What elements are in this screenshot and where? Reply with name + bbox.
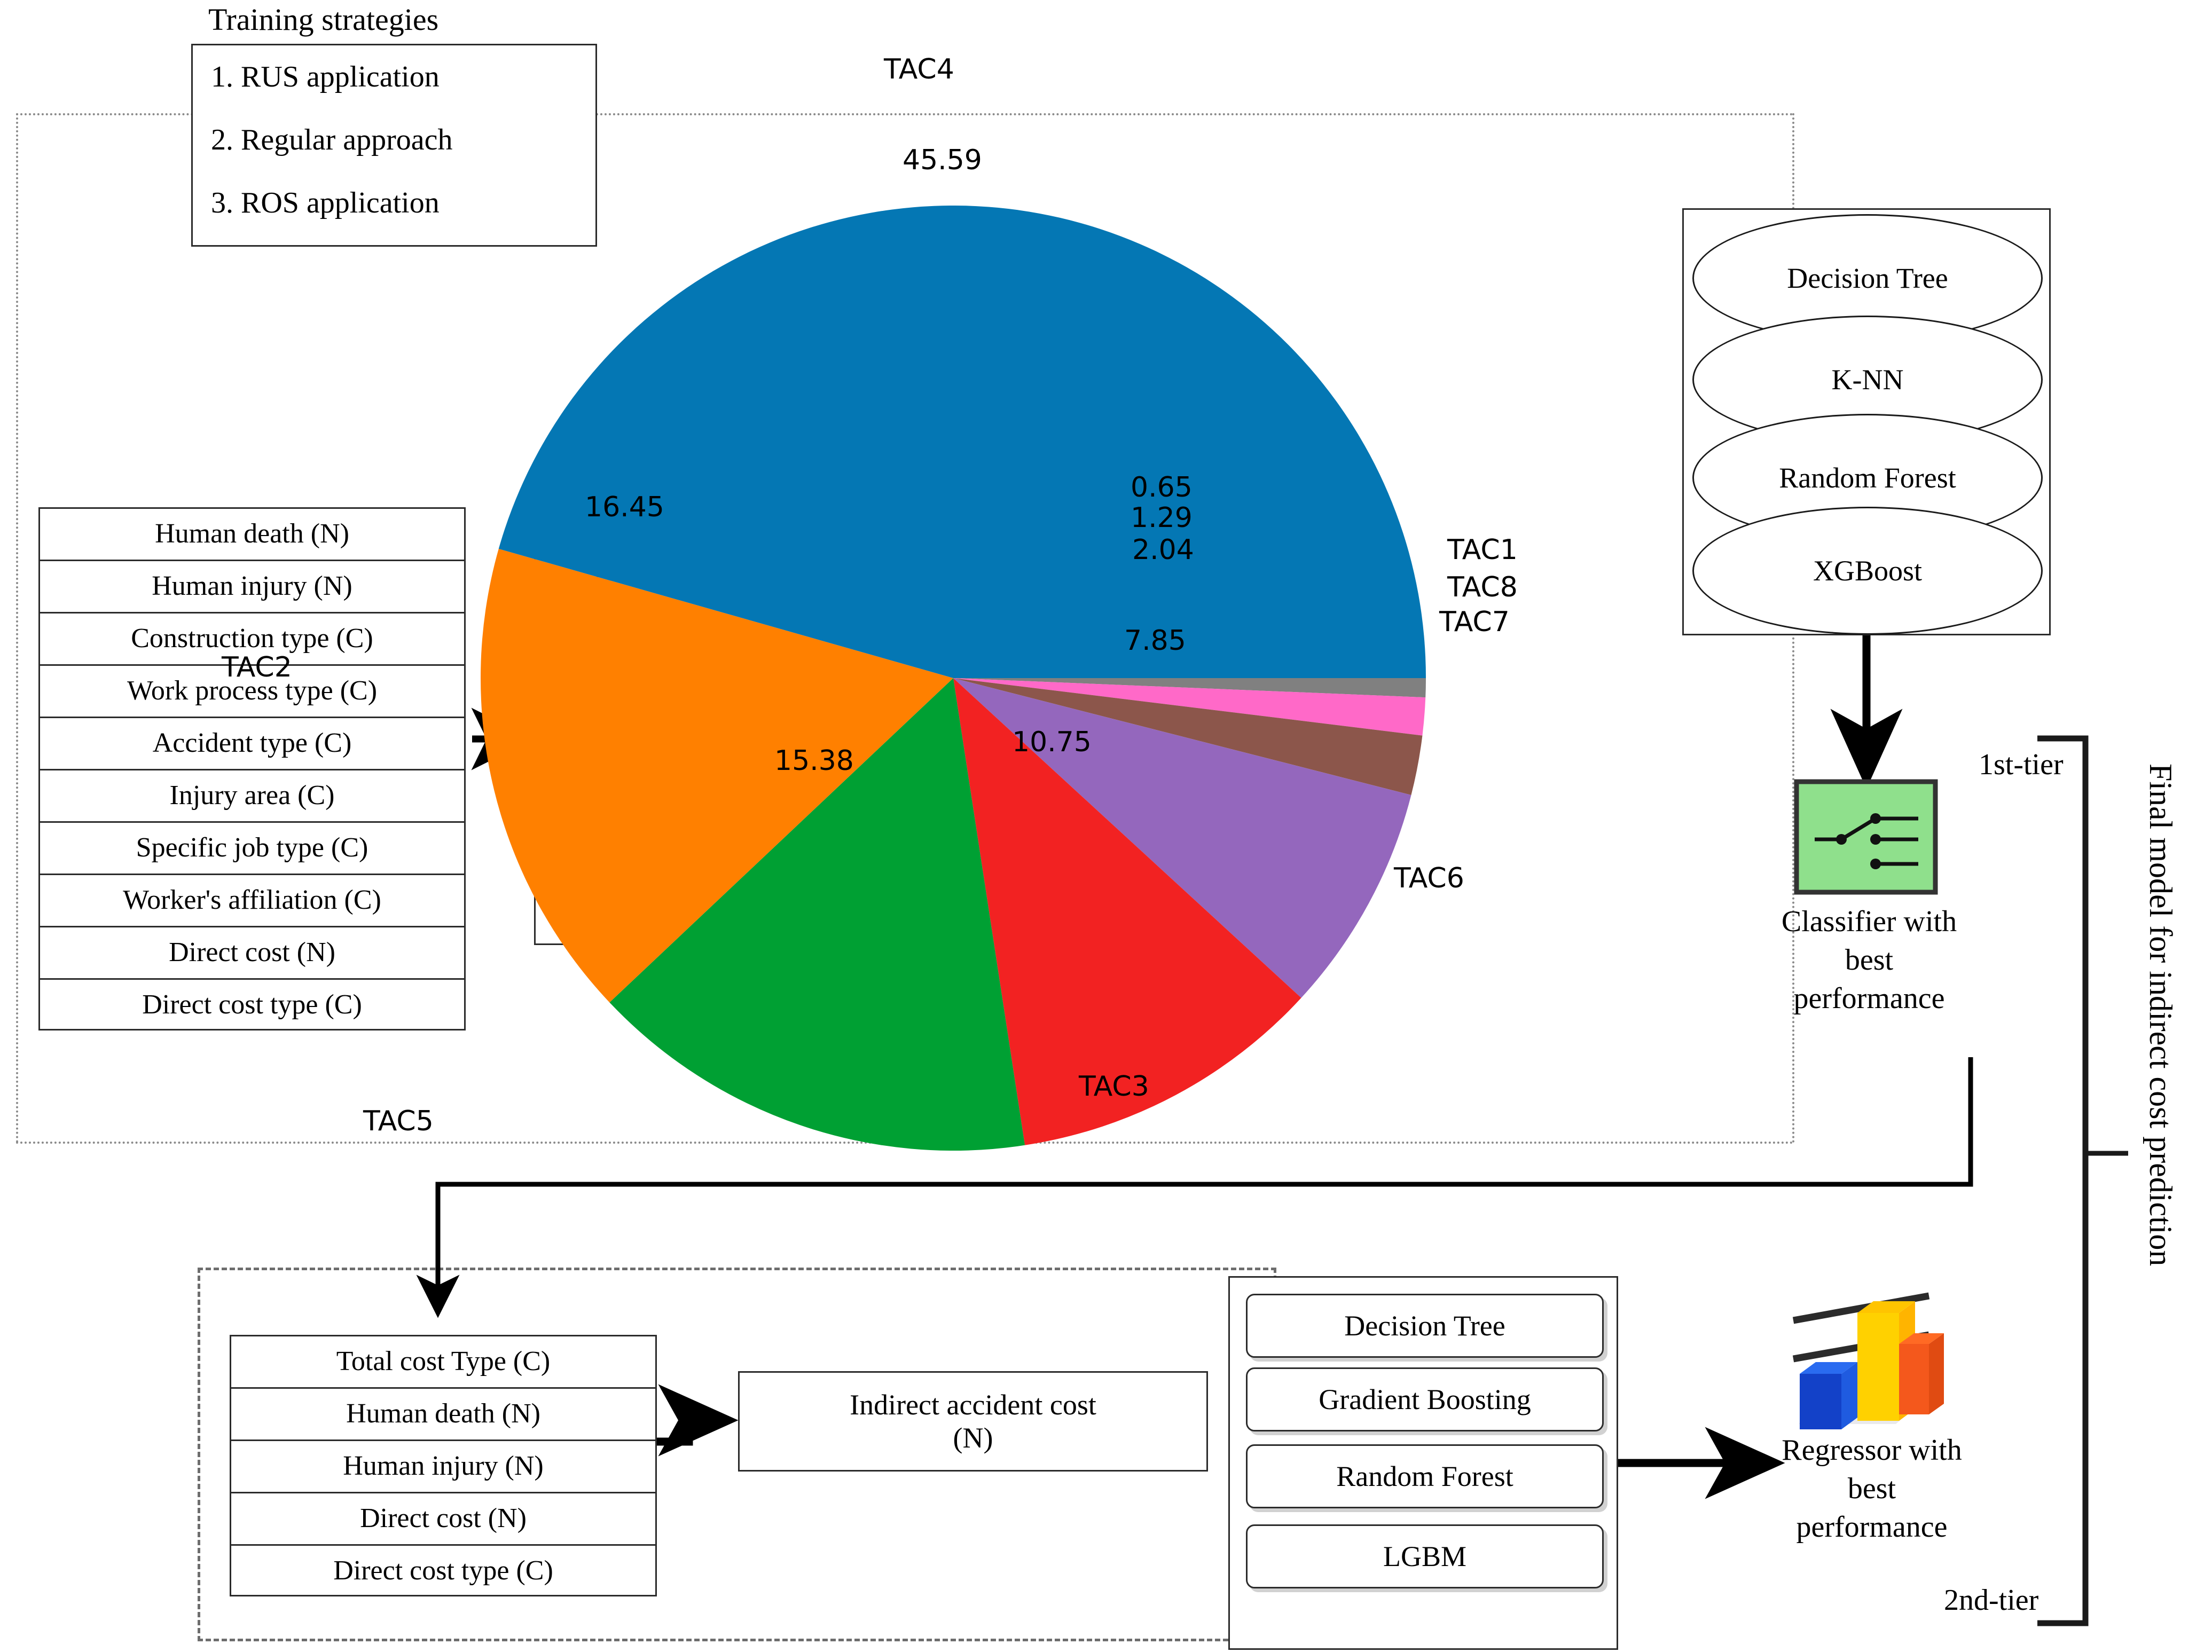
regressor-caption-line: best (1847, 1472, 1896, 1505)
pie-slice-tac4[interactable] (498, 205, 1426, 678)
pie-label-tac3: TAC3 (1079, 1071, 1149, 1103)
feature-row: Direct cost type (C) (230, 1544, 657, 1596)
regressor-result-caption: Regressor with best performance (1757, 1431, 1987, 1546)
regressor-models-box: Decision Tree Gradient Boosting Random F… (1228, 1276, 1618, 1650)
regressor-model-label: Random Forest (1336, 1460, 1513, 1492)
training-strategy-item: 2. Regular approach (211, 123, 453, 156)
pie-slice-tac8[interactable] (953, 678, 1426, 736)
training-strategy-item: 1. RUS application (211, 60, 440, 93)
classifier-model-label: Random Forest (1779, 462, 1956, 494)
input-feature-table: Human death (N) Human injury (N) Constru… (38, 507, 466, 1030)
pie-slice-tac1[interactable] (953, 678, 1426, 698)
classifier-model-label: Decision Tree (1787, 262, 1948, 294)
regressor-model-item[interactable]: Decision Tree (1246, 1294, 1604, 1358)
pie-value-tac4: 45.59 (903, 144, 982, 176)
regressor-model-item[interactable]: LGBM (1246, 1524, 1604, 1588)
pie-label-tac5: TAC5 (363, 1105, 434, 1137)
second-tier-feature-table: Total cost Type (C) Human death (N) Huma… (230, 1335, 657, 1596)
training-strategy-item: 3. ROS application (211, 186, 440, 219)
feature-row: Specific job type (C) (38, 821, 466, 874)
training-strategies-box: 1. RUS application 2. Regular approach 3… (191, 44, 597, 247)
first-tier-bracket (2037, 735, 2089, 1153)
final-model-label: Final model for indirect cost prediction (2143, 764, 2178, 1266)
pie-slice-tac3[interactable] (953, 678, 1301, 1145)
training-strategies-title: Training strategies (208, 2, 439, 37)
classifier-icon (1794, 779, 1938, 895)
arrow-features-to-indirect-cost (657, 1384, 739, 1457)
indirect-cost-line2: (N) (953, 1422, 993, 1454)
pie-value-tac2: 16.45 (585, 491, 664, 523)
bar-chart-icon (1784, 1284, 2008, 1455)
classifier-models-box: Decision Tree K-NN Random Forest XGBoost (1682, 208, 2051, 635)
feature-row: Human death (N) (38, 507, 466, 560)
feature-row: Accident type (C) (38, 717, 466, 769)
pie-label-tac2: TAC2 (222, 651, 292, 683)
tac-distribution-pie-chart: TAC4 TAC2 TAC5 TAC3 TAC6 TAC7 TAC8 TAC1 … (222, 53, 1518, 1153)
pie-value-tac6: 7.85 (1124, 625, 1186, 657)
pie-value-tac5: 15.38 (774, 745, 854, 777)
pie-value-tac3: 10.75 (1012, 726, 1092, 758)
feature-row: Human injury (N) (230, 1439, 657, 1492)
feature-row: Direct cost (N) (38, 926, 466, 978)
pie-slice-tac7[interactable] (953, 678, 1423, 796)
pie-label-tac6: TAC6 (1394, 862, 1464, 894)
regressor-model-item[interactable]: Random Forest (1246, 1444, 1604, 1508)
feature-row: Total cost Type (C) (230, 1335, 657, 1387)
pie-value-tac7: 2.04 (1132, 534, 1194, 566)
first-tier-label: 1st-tier (1979, 748, 2064, 781)
regressor-model-label: Decision Tree (1344, 1310, 1505, 1342)
feature-row: Human death (N) (230, 1387, 657, 1439)
pie-label-tac4: TAC4 (884, 53, 954, 85)
arrow-classifier-to-second-tier (416, 1057, 1973, 1318)
regressor-caption-line: Regressor with (1782, 1434, 1962, 1467)
pie-value-tac8: 1.29 (1131, 502, 1193, 534)
second-tier-bracket (2037, 1153, 2089, 1626)
feature-row: Construction type (C) (38, 612, 466, 664)
regressor-model-label: Gradient Boosting (1319, 1383, 1531, 1415)
classifier-caption-line: best (1845, 943, 1894, 977)
pie-label-tac7: TAC7 (1439, 606, 1510, 638)
pie-svg (481, 205, 1426, 1151)
feature-row: Worker's affiliation (C) (38, 874, 466, 926)
feature-row: Direct cost type (C) (38, 978, 466, 1030)
regressor-caption-line: performance (1796, 1511, 1948, 1544)
classifier-model-label: K-NN (1831, 364, 1904, 396)
classifier-model-ellipse[interactable]: K-NN (1692, 316, 2043, 444)
classifier-caption-line: performance (1793, 982, 1945, 1015)
pie-slice-tac5[interactable] (609, 678, 1025, 1151)
indirect-cost-line1: Indirect accident cost (850, 1389, 1096, 1421)
regressor-model-label: LGBM (1383, 1540, 1466, 1572)
feature-row: Human injury (N) (38, 560, 466, 612)
regressor-model-item[interactable]: Gradient Boosting (1246, 1367, 1604, 1431)
pie-value-tac1: 0.65 (1131, 471, 1193, 504)
classifier-caption-line: Classifier with (1781, 905, 1957, 938)
classifier-result-caption: Classifier with best performance (1762, 902, 1976, 1018)
feature-row: Work process type (C) (38, 664, 466, 717)
feature-row: Direct cost (N) (230, 1492, 657, 1544)
classifier-model-label: XGBoost (1813, 555, 1923, 587)
pie-label-tac8: TAC8 (1447, 571, 1518, 603)
classifier-model-ellipse[interactable]: XGBoost (1692, 507, 2043, 635)
indirect-cost-box: Indirect accident cost (N) (738, 1371, 1208, 1472)
pie-label-tac1: TAC1 (1447, 534, 1518, 566)
pie-slice-tac2[interactable] (481, 548, 953, 1003)
feature-row: Injury area (C) (38, 769, 466, 821)
second-tier-label: 2nd-tier (1944, 1584, 2039, 1617)
pie-slice-tac6[interactable] (953, 678, 1411, 998)
